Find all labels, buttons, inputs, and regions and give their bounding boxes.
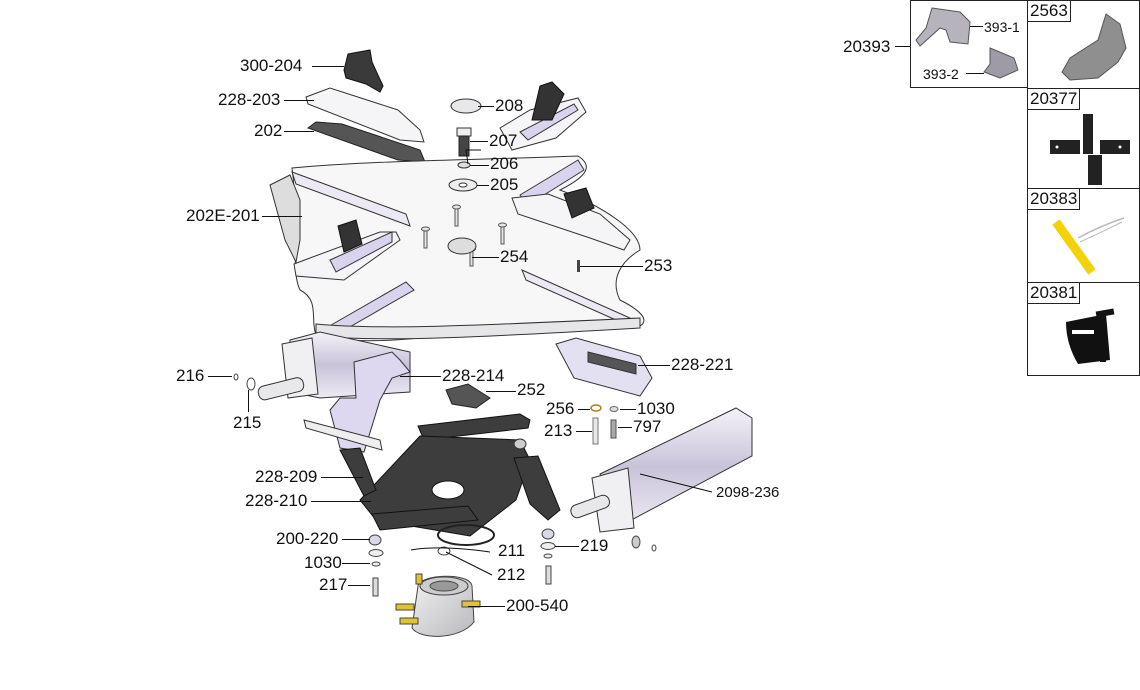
label-252: 252 <box>517 380 546 399</box>
part-20377-drawing <box>1050 114 1130 185</box>
cap-208 <box>450 98 482 114</box>
label-253: 253 <box>644 256 673 275</box>
jaw-right <box>511 187 631 251</box>
washer-256 <box>590 404 602 412</box>
label-202: 202 <box>254 121 283 140</box>
label-20393: 20393 <box>843 37 891 56</box>
jaw-top-right <box>499 81 587 151</box>
label-213: 213 <box>544 421 573 440</box>
link-plate-assembly <box>339 413 561 546</box>
label-2098-236: 2098-236 <box>716 484 780 501</box>
panel-2563: 2563 <box>1027 0 1140 89</box>
label-205: 205 <box>490 175 519 194</box>
label-216: 216 <box>176 366 205 385</box>
washer-1030 <box>609 406 619 412</box>
label-300-204: 300-204 <box>240 56 303 75</box>
flange-252 <box>445 383 491 409</box>
rotary-hub-200-540 <box>395 573 481 637</box>
label-217: 217 <box>319 575 348 594</box>
slide-228-221 <box>555 337 653 397</box>
bolt-213 <box>592 417 599 445</box>
part-20383-drawing <box>1052 217 1125 275</box>
bracket-228-214 <box>303 351 411 453</box>
leader-207-206 <box>465 149 481 165</box>
bolt-797 <box>610 419 617 439</box>
part-393-1-drawing <box>915 7 971 47</box>
panel-20377: 20377 <box>1027 88 1140 189</box>
label-206: 206 <box>490 154 519 173</box>
label-200-540: 200-540 <box>506 596 569 615</box>
panel-20381-title: 20381 <box>1027 282 1081 304</box>
label-200-220: 200-220 <box>276 529 339 548</box>
slide-228-203 <box>305 87 425 143</box>
jaw-left <box>293 219 401 281</box>
bolt-207 <box>456 127 472 157</box>
leader-2098-236 <box>639 473 713 493</box>
label-254: 254 <box>500 247 529 266</box>
fasteners-lower <box>233 373 657 597</box>
jaw-300-204 <box>343 49 384 93</box>
panel-2563-title: 2563 <box>1027 0 1071 22</box>
label-1030-lower: 1030 <box>304 553 342 572</box>
part-393-2-drawing <box>983 47 1019 79</box>
label-228-221: 228-221 <box>671 355 734 374</box>
cup-254 <box>447 237 477 255</box>
label-228-214: 228-214 <box>442 366 505 385</box>
label-215: 215 <box>233 413 262 432</box>
label-393-2: 393-2 <box>923 66 959 82</box>
label-208: 208 <box>495 96 524 115</box>
label-1030-upper: 1030 <box>637 399 675 418</box>
panel-20383: 20383 <box>1027 188 1140 283</box>
label-219: 219 <box>580 536 609 555</box>
panel-20381: 20381 <box>1027 282 1140 376</box>
pin-253 <box>577 260 580 272</box>
part-2563-drawing <box>1061 13 1127 81</box>
cylinder-right <box>570 407 753 533</box>
label-228-203: 228-203 <box>218 90 281 109</box>
label-212: 212 <box>497 565 526 584</box>
panel-20377-title: 20377 <box>1027 88 1081 110</box>
label-202E-201: 202E-201 <box>186 206 260 225</box>
leader-212 <box>445 551 493 576</box>
leader-211 <box>410 547 491 553</box>
label-207: 207 <box>489 131 518 150</box>
part-20381-drawing <box>1066 308 1115 364</box>
label-211: 211 <box>498 541 526 560</box>
label-228-210: 228-210 <box>245 491 308 510</box>
label-797: 797 <box>633 417 662 436</box>
label-393-1: 393-1 <box>984 19 1020 35</box>
panel-20383-title: 20383 <box>1027 188 1081 210</box>
label-228-209: 228-209 <box>255 467 318 486</box>
label-256: 256 <box>546 399 575 418</box>
